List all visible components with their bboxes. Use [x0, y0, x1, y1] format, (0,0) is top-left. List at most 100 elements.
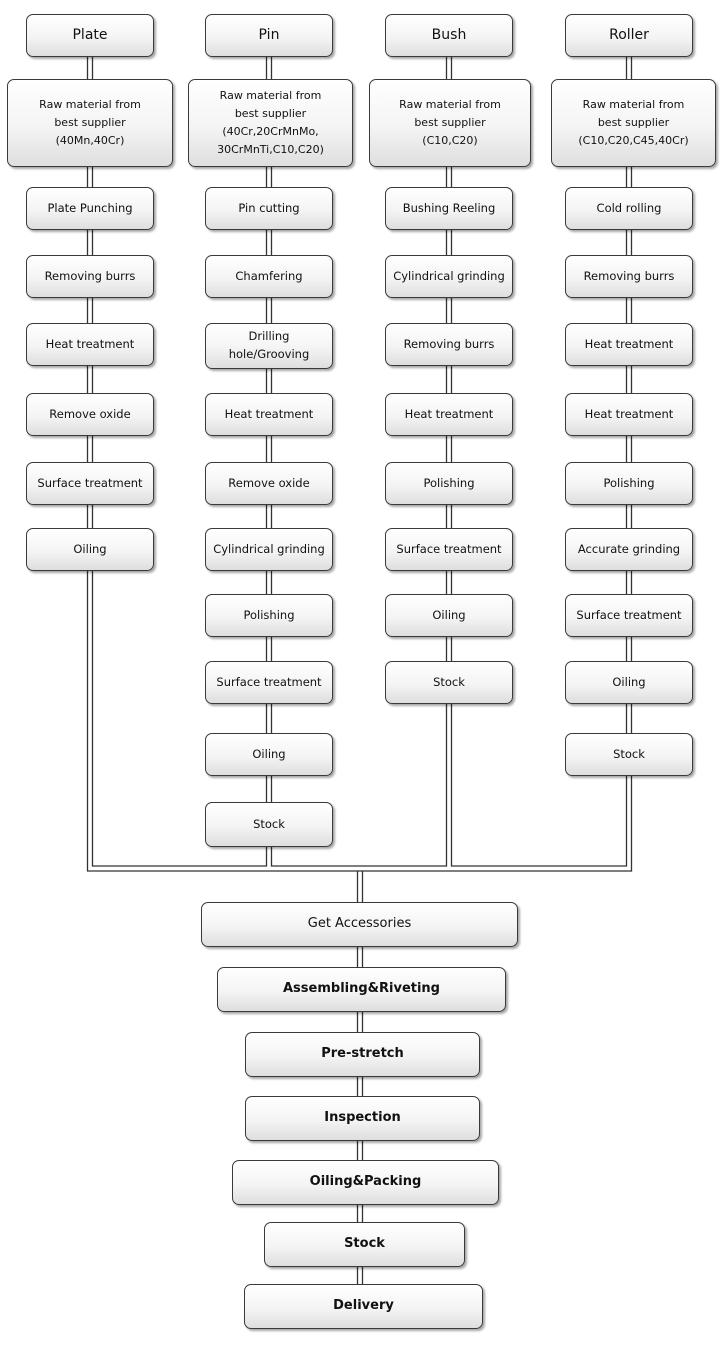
process-step-removing-burrs-label: Removing burrs: [44, 268, 136, 283]
process-step-polishing-label: Polishing: [243, 607, 295, 622]
process-step-stock: Stock: [205, 802, 333, 847]
process-step-chamfering-label: Chamfering: [235, 268, 303, 283]
final-step-pre-stretch-label: Pre-stretch: [321, 1046, 404, 1062]
process-step-accurate-grinding-label: Accurate grinding: [577, 541, 681, 556]
final-step-inspection-label: Inspection: [324, 1110, 401, 1126]
column-header-plate: Plate: [26, 14, 154, 57]
column-header-bush-label: Bush: [431, 26, 467, 43]
column-header-roller-label: Roller: [609, 26, 649, 43]
raw-material-bush-line: Raw material from: [399, 97, 501, 111]
process-step-heat-treatment-label: Heat treatment: [584, 336, 674, 351]
column-header-pin: Pin: [205, 14, 333, 57]
final-step-assembling-riveting: Assembling&Riveting: [217, 967, 506, 1012]
process-step-cylindrical-grinding: Cylindrical grinding: [385, 255, 513, 298]
process-step-surface-treatment: Surface treatment: [205, 661, 333, 704]
process-step-stock-label: Stock: [433, 674, 465, 689]
process-step-oiling: Oiling: [26, 528, 154, 571]
process-step-surface-treatment-label: Surface treatment: [576, 607, 682, 622]
raw-material-pin-line: best supplier: [234, 106, 307, 120]
final-step-stock: Stock: [264, 1222, 465, 1267]
process-step-surface-treatment: Surface treatment: [26, 462, 154, 505]
process-step-plate-punching-label: Plate Punching: [47, 200, 133, 215]
process-step-polishing-label: Polishing: [603, 475, 655, 490]
process-step-heat-treatment-label: Heat treatment: [224, 406, 314, 421]
final-step-oiling-packing: Oiling&Packing: [232, 1160, 499, 1205]
process-step-heat-treatment-label: Heat treatment: [584, 406, 674, 421]
process-step-stock-label: Stock: [613, 746, 645, 761]
process-step-heat-treatment: Heat treatment: [385, 393, 513, 436]
process-step-oiling: Oiling: [205, 733, 333, 776]
raw-material-roller-line: best supplier: [597, 115, 670, 129]
final-step-delivery-label: Delivery: [333, 1298, 394, 1314]
process-step-cold-rolling-label: Cold rolling: [596, 200, 662, 215]
process-step-oiling-label: Oiling: [73, 541, 107, 556]
process-step-drilling-hole-grooving: Drilling hole/Grooving: [205, 323, 333, 369]
process-step-polishing: Polishing: [205, 594, 333, 637]
process-step-remove-oxide: Remove oxide: [26, 393, 154, 436]
process-step-bushing-reeling: Bushing Reeling: [385, 187, 513, 230]
process-step-polishing: Polishing: [565, 462, 693, 505]
final-step-get-accessories-label: Get Accessories: [307, 916, 412, 932]
final-step-assembling-riveting-label: Assembling&Riveting: [282, 981, 440, 997]
raw-material-roller: Raw material from best supplier (C10,C20,C…: [551, 79, 716, 167]
process-step-oiling: Oiling: [565, 661, 693, 704]
process-step-pin-cutting-label: Pin cutting: [238, 200, 300, 215]
process-step-surface-treatment-label: Surface treatment: [37, 475, 143, 490]
raw-material-roller-line: Raw material from: [582, 97, 685, 111]
process-step-chamfering: Chamfering: [205, 255, 333, 298]
process-step-oiling-label: Oiling: [612, 674, 646, 689]
process-step-removing-burrs-label: Removing burrs: [403, 336, 495, 351]
raw-material-bush: Raw material from best supplier (C10,C20): [369, 79, 531, 167]
process-step-cylindrical-grinding-label: Cylindrical grinding: [213, 541, 325, 556]
final-step-inspection: Inspection: [245, 1096, 480, 1141]
raw-material-bush-line: (C10,C20): [422, 134, 478, 148]
process-step-heat-treatment: Heat treatment: [565, 393, 693, 436]
column-header-plate-label: Plate: [72, 26, 108, 43]
raw-material-plate-line: (40Mn,40Cr): [55, 134, 125, 148]
process-step-stock-label: Stock: [253, 816, 285, 831]
process-step-stock: Stock: [565, 733, 693, 776]
raw-material-roller-line: (C10,C20,C45,40Cr): [578, 134, 689, 148]
process-step-surface-treatment-label: Surface treatment: [216, 674, 322, 689]
process-step-stock: Stock: [385, 661, 513, 704]
process-step-cylindrical-grinding-label: Cylindrical grinding: [393, 268, 505, 283]
raw-material-pin-line: Raw material from: [219, 88, 322, 102]
process-step-oiling: Oiling: [385, 594, 513, 637]
raw-material-pin-line: (40Cr,20CrMnMo,: [222, 125, 319, 138]
final-step-oiling-packing-label: Oiling&Packing: [309, 1174, 422, 1190]
process-step-oiling-label: Oiling: [432, 607, 466, 622]
process-step-bushing-reeling-label: Bushing Reeling: [402, 200, 496, 215]
process-step-heat-treatment-label: Heat treatment: [45, 336, 135, 351]
connector-line: [270, 704, 448, 867]
final-step-delivery: Delivery: [244, 1284, 483, 1329]
process-step-cold-rolling: Cold rolling: [565, 187, 693, 230]
raw-material-pin-line: 30CrMnTi,C10,C20): [217, 143, 324, 157]
process-step-removing-burrs: Removing burrs: [565, 255, 693, 298]
connector-line: [86, 571, 633, 872]
column-header-pin-label: Pin: [258, 26, 280, 43]
process-step-surface-treatment: Surface treatment: [565, 594, 693, 637]
process-step-drilling-hole-grooving-label: Drilling hole/Grooving: [228, 329, 310, 361]
final-step-pre-stretch: Pre-stretch: [245, 1032, 480, 1077]
connector-line: [450, 704, 628, 867]
raw-material-pin: Raw material from best supplier (40Cr,20Cr…: [188, 79, 353, 167]
column-header-bush: Bush: [385, 14, 513, 57]
process-step-polishing-label: Polishing: [423, 475, 475, 490]
process-step-removing-burrs: Removing burrs: [26, 255, 154, 298]
process-step-heat-treatment: Heat treatment: [26, 323, 154, 366]
final-step-stock-label: Stock: [344, 1236, 385, 1252]
raw-material-plate-line: Raw material from: [39, 97, 141, 111]
raw-material-plate-line: best supplier: [54, 115, 126, 129]
raw-material-bush-line: best supplier: [414, 115, 486, 129]
connector-line: [91, 571, 268, 867]
process-step-removing-burrs-label: Removing burrs: [583, 268, 675, 283]
process-step-heat-treatment: Heat treatment: [565, 323, 693, 366]
process-step-oiling-label: Oiling: [252, 746, 286, 761]
column-header-roller: Roller: [565, 14, 693, 57]
process-step-heat-treatment-label: Heat treatment: [404, 406, 494, 421]
raw-material-plate: Raw material from best supplier (40Mn,40Cr…: [7, 79, 173, 167]
process-step-remove-oxide: Remove oxide: [205, 462, 333, 505]
final-step-get-accessories: Get Accessories: [201, 902, 518, 947]
process-step-removing-burrs: Removing burrs: [385, 323, 513, 366]
process-step-heat-treatment: Heat treatment: [205, 393, 333, 436]
